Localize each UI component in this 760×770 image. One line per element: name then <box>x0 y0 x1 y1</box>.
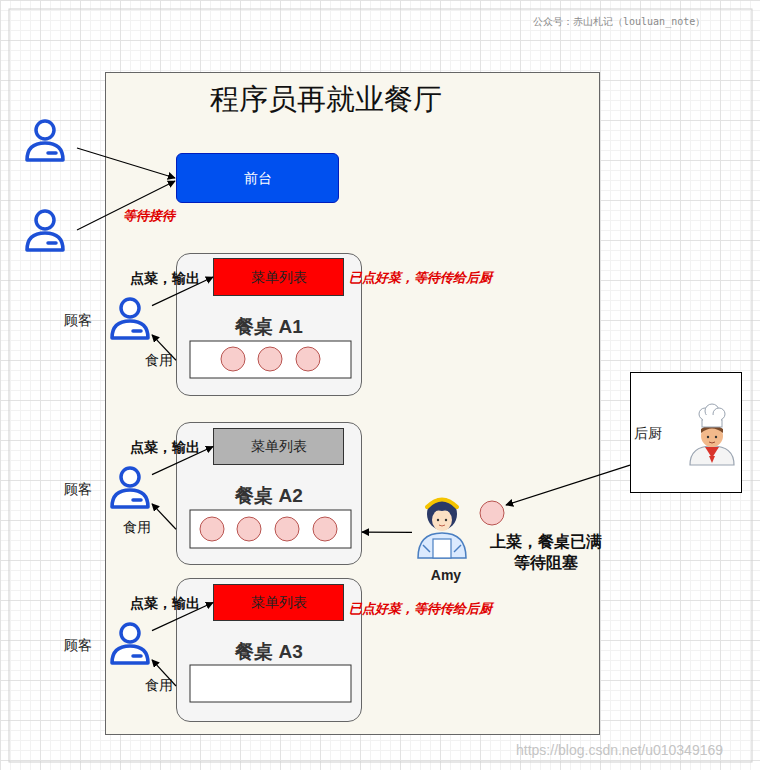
dish <box>275 517 299 541</box>
table-box: 餐桌 A3 菜单列表 <box>176 578 362 722</box>
menu-box: 菜单列表 <box>213 584 344 621</box>
customer-icon <box>112 624 148 663</box>
customer-icon <box>112 299 148 338</box>
front-desk-box: 前台 <box>176 153 339 203</box>
customer-icon <box>27 211 63 250</box>
frame <box>9 9 752 762</box>
flow-arrow <box>506 465 630 505</box>
dish <box>237 517 261 541</box>
edge-label: 食用 <box>123 519 151 537</box>
watermark: https://blog.csdn.net/u010349169 <box>516 742 723 758</box>
customer-icon <box>27 121 63 160</box>
wait-arrow <box>77 181 175 230</box>
edge-label: 点菜，输出 <box>130 270 200 288</box>
customer-node: 顾客 <box>108 297 152 340</box>
menu-box: 菜单列表 <box>213 258 344 296</box>
waitress-figure <box>418 498 466 558</box>
node-label: Amy <box>416 567 476 583</box>
node-label: 菜单列表 <box>214 585 343 620</box>
kitchen-box: 后厨 <box>630 372 742 493</box>
table-box: 餐桌 A2 菜单列表 <box>176 422 362 565</box>
status-note: 上菜，餐桌已满 等待阻塞 <box>471 532 621 574</box>
restaurant-frame: 程序员再就业餐厅前台顾客餐桌 A1菜单列表顾客餐桌 A2菜单列表Amy顾客餐桌 … <box>105 72 600 735</box>
node-label: 餐桌 A2 <box>177 483 361 509</box>
node-label: 餐桌 A3 <box>177 639 361 665</box>
node-label: 后厨 <box>631 425 665 443</box>
table-box: 餐桌 A1 菜单列表 <box>176 253 362 396</box>
status-note: 等待接待 <box>123 207 175 225</box>
node-label: 前台 <box>177 154 338 202</box>
dish <box>296 347 320 371</box>
customer-node: 顾客 <box>108 622 152 665</box>
node-label: 菜单列表 <box>214 259 343 295</box>
node-label: 菜单列表 <box>214 429 343 464</box>
customer-icon <box>112 468 148 507</box>
diagram-title: 程序员再就业餐厅 <box>210 80 480 120</box>
chef-figure <box>690 404 734 465</box>
edge-label: 点菜，输出 <box>130 439 200 457</box>
dish <box>258 347 282 371</box>
flow-arrow <box>152 504 176 529</box>
dish <box>313 517 337 541</box>
watermark: 公众号：赤山札记（louluan_note） <box>533 15 705 29</box>
dish-area <box>190 510 351 548</box>
dish <box>200 517 224 541</box>
dish <box>480 501 504 525</box>
node-label: 顾客 <box>61 312 95 330</box>
customer-node: 顾客 <box>108 466 152 509</box>
wait-arrow <box>77 148 175 178</box>
flow-arrow <box>362 532 412 533</box>
status-note: 已点好菜，等待传给后厨 <box>349 269 492 287</box>
edge-label: 食用 <box>145 352 173 370</box>
dish-area <box>190 341 351 378</box>
dish-area <box>190 665 351 702</box>
menu-box: 菜单列表 <box>213 428 344 465</box>
status-note: 已点好菜，等待传给后厨 <box>349 600 492 618</box>
node-label: 顾客 <box>61 637 95 655</box>
node-label: 顾客 <box>61 481 95 499</box>
node-label: 餐桌 A1 <box>177 314 361 340</box>
edge-label: 点菜，输出 <box>130 595 200 613</box>
edge-label: 食用 <box>145 677 173 695</box>
dish <box>221 347 245 371</box>
